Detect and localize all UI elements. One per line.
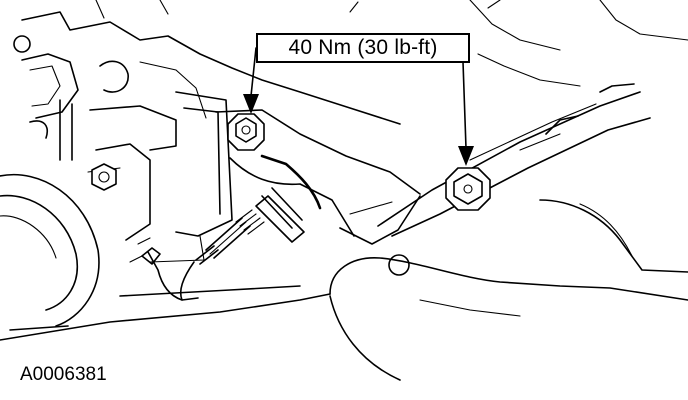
callout-leaders	[243, 47, 474, 166]
background-sheet-metal	[349, 0, 688, 87]
sensor-harness-wire	[129, 237, 199, 301]
hanger-bracket-arm	[377, 83, 651, 237]
figure-id-label: A0006381	[20, 364, 107, 385]
manifold-outlet	[215, 109, 421, 245]
hanger-nut-right	[445, 167, 491, 211]
pulley-assembly	[0, 143, 151, 331]
torque-spec-label: 40 Nm (30 lb-ft)	[288, 36, 438, 59]
floor-pan-outline	[0, 199, 688, 381]
engine-block-outline	[13, 0, 401, 161]
oxygen-sensor	[195, 187, 305, 265]
left-bolt	[91, 163, 117, 191]
manifold-nut-left	[227, 113, 265, 151]
support-bracket	[149, 91, 233, 263]
torque-spec-callout: 40 Nm (30 lb-ft)	[256, 33, 470, 63]
